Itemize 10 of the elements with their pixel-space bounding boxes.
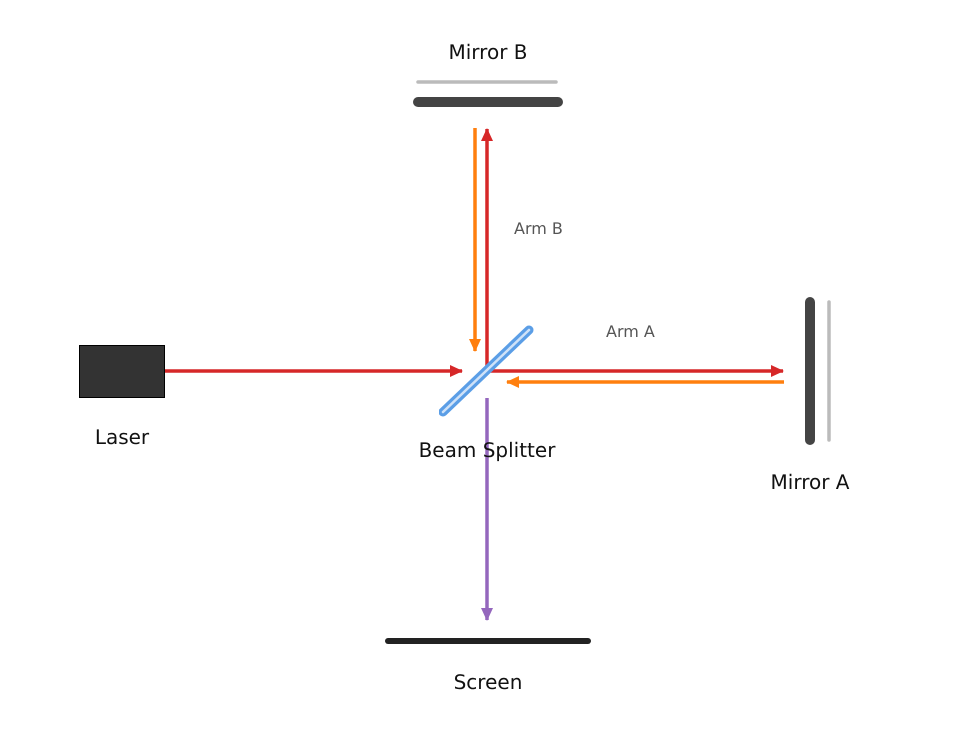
component-label: Screen	[454, 670, 522, 694]
component-label: Mirror A	[770, 470, 850, 494]
beam-arrow	[481, 398, 493, 621]
beam-arrow	[469, 128, 481, 352]
beam-arrow	[164, 365, 463, 377]
beam-arrow	[506, 376, 784, 388]
arm-label: Arm B	[514, 219, 563, 239]
arm-label: Arm A	[606, 322, 655, 342]
component-label: Mirror B	[448, 40, 528, 64]
component-label: Laser	[94, 425, 150, 449]
